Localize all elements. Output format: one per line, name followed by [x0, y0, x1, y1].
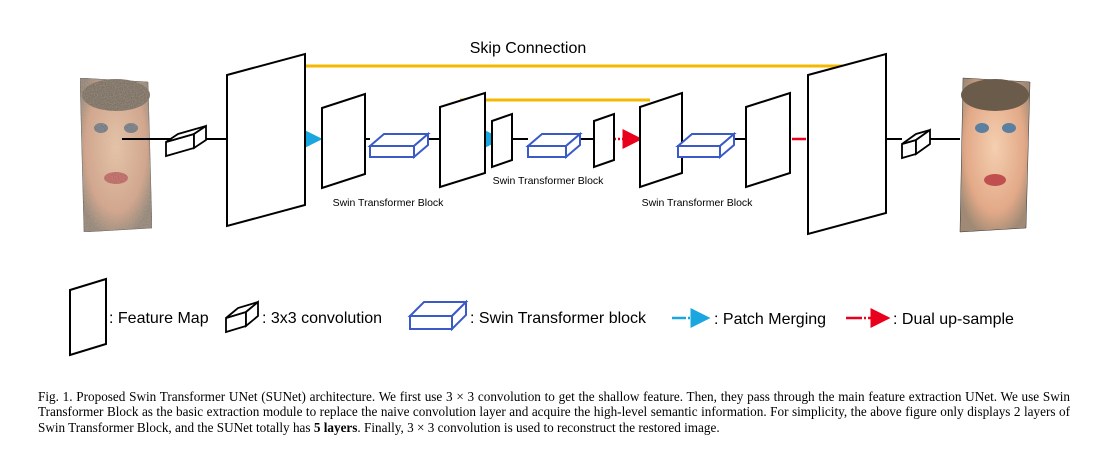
legend-conv-icon — [225, 300, 259, 334]
figure-caption: Fig. 1. Proposed Swin Transformer UNet (… — [38, 389, 1070, 435]
conv-blocks — [165, 124, 931, 160]
swin-transformer-block — [675, 131, 737, 160]
caption-text: Proposed Swin Transformer UNet (SUNet) a… — [38, 389, 1070, 435]
caption-label: Fig. 1. — [38, 389, 73, 404]
legend-dual-upsample-label: : Dual up-sample — [893, 311, 1014, 328]
legend-swin-block-icon — [407, 299, 469, 332]
feature-map — [439, 91, 486, 189]
feature-map — [491, 112, 513, 169]
swin-blocks — [367, 131, 737, 160]
swin-block-label: Swin Transformer Block — [642, 197, 754, 209]
feature-map — [745, 91, 791, 189]
feature-maps — [226, 52, 887, 236]
caption-text-end: . Finally, 3 × 3 convolution is used to … — [357, 419, 720, 435]
legend-conv-label: : 3x3 convolution — [262, 310, 382, 327]
architecture-diagram: Skip Connection — [69, 40, 1031, 357]
legend: : Feature Map : 3x3 convolution : Swin T… — [69, 277, 1014, 357]
conv-3x3-block — [901, 128, 931, 160]
legend-swin-block-label: : Swin Transformer block — [470, 310, 647, 327]
swin-transformer-block — [367, 131, 431, 160]
swin-block-label: Swin Transformer Block — [493, 175, 605, 187]
legend-feature-map-label: : Feature Map — [109, 310, 209, 327]
input-noisy-image — [79, 77, 153, 233]
feature-map — [639, 91, 683, 189]
swin-transformer-block — [525, 131, 583, 160]
feature-map — [321, 92, 366, 190]
conv-3x3-block — [165, 124, 207, 158]
feature-map — [807, 52, 887, 236]
output-restored-image — [959, 77, 1031, 233]
caption-bold: 5 layers — [313, 419, 358, 435]
legend-patch-merging-label: : Patch Merging — [714, 311, 826, 328]
feature-map — [593, 112, 615, 169]
skip-connection-label: Skip Connection — [470, 40, 587, 57]
feature-map — [226, 52, 306, 228]
swin-block-label: Swin Transformer Block — [333, 197, 445, 209]
legend-feature-map-icon — [69, 277, 107, 357]
